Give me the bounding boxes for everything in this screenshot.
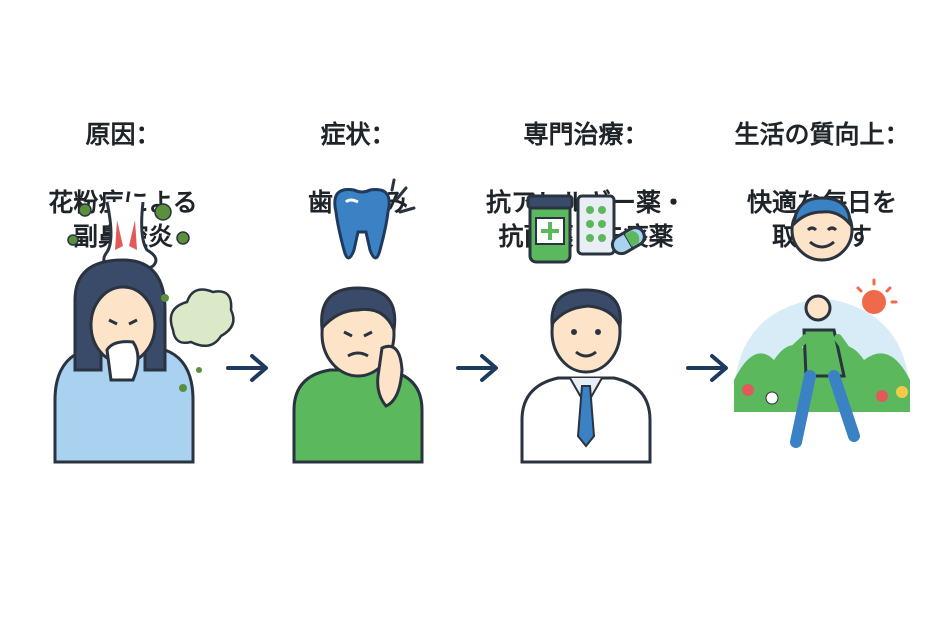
sneeze-cloud <box>169 288 235 348</box>
woman-walking-outdoors-illustration <box>734 196 910 448</box>
man-with-toothache-illustration <box>292 178 424 464</box>
arrow-right-icon <box>226 354 268 382</box>
step-cause: 原因： 花粉症による 副鼻腔炎 <box>15 0 235 634</box>
woman-figure <box>53 258 195 464</box>
arrow-right-icon <box>456 354 498 382</box>
nose-pollen-icon <box>67 201 190 272</box>
step-quality-of-life-title: 生活の質向上： <box>734 120 910 149</box>
step-symptom-title: 症状： <box>320 120 396 149</box>
medicine-icon <box>526 194 646 264</box>
sneezing-woman-illustration <box>53 201 235 464</box>
walking-woman-figure <box>776 294 862 448</box>
step-symptom: 症状： 歯の痛み <box>250 0 466 634</box>
aching-tooth-icon <box>333 178 416 260</box>
step-treatment-title: 専門治療： <box>523 120 649 149</box>
smiling-face-icon <box>790 196 854 262</box>
flower-icons <box>742 384 908 405</box>
doctor-illustration <box>520 194 652 464</box>
arrow-right-icon <box>686 354 728 382</box>
man-figure <box>292 286 424 464</box>
doctor-figure <box>520 288 652 464</box>
step-cause-title: 原因： <box>85 120 161 149</box>
sun-icon <box>862 290 886 314</box>
step-quality-of-life: 生活の質向上： 快適な毎日を 取り戻す <box>714 0 930 634</box>
step-treatment: 専門治療： 抗アレルギー薬・ 抗菌薬・去痰薬 <box>478 0 694 634</box>
